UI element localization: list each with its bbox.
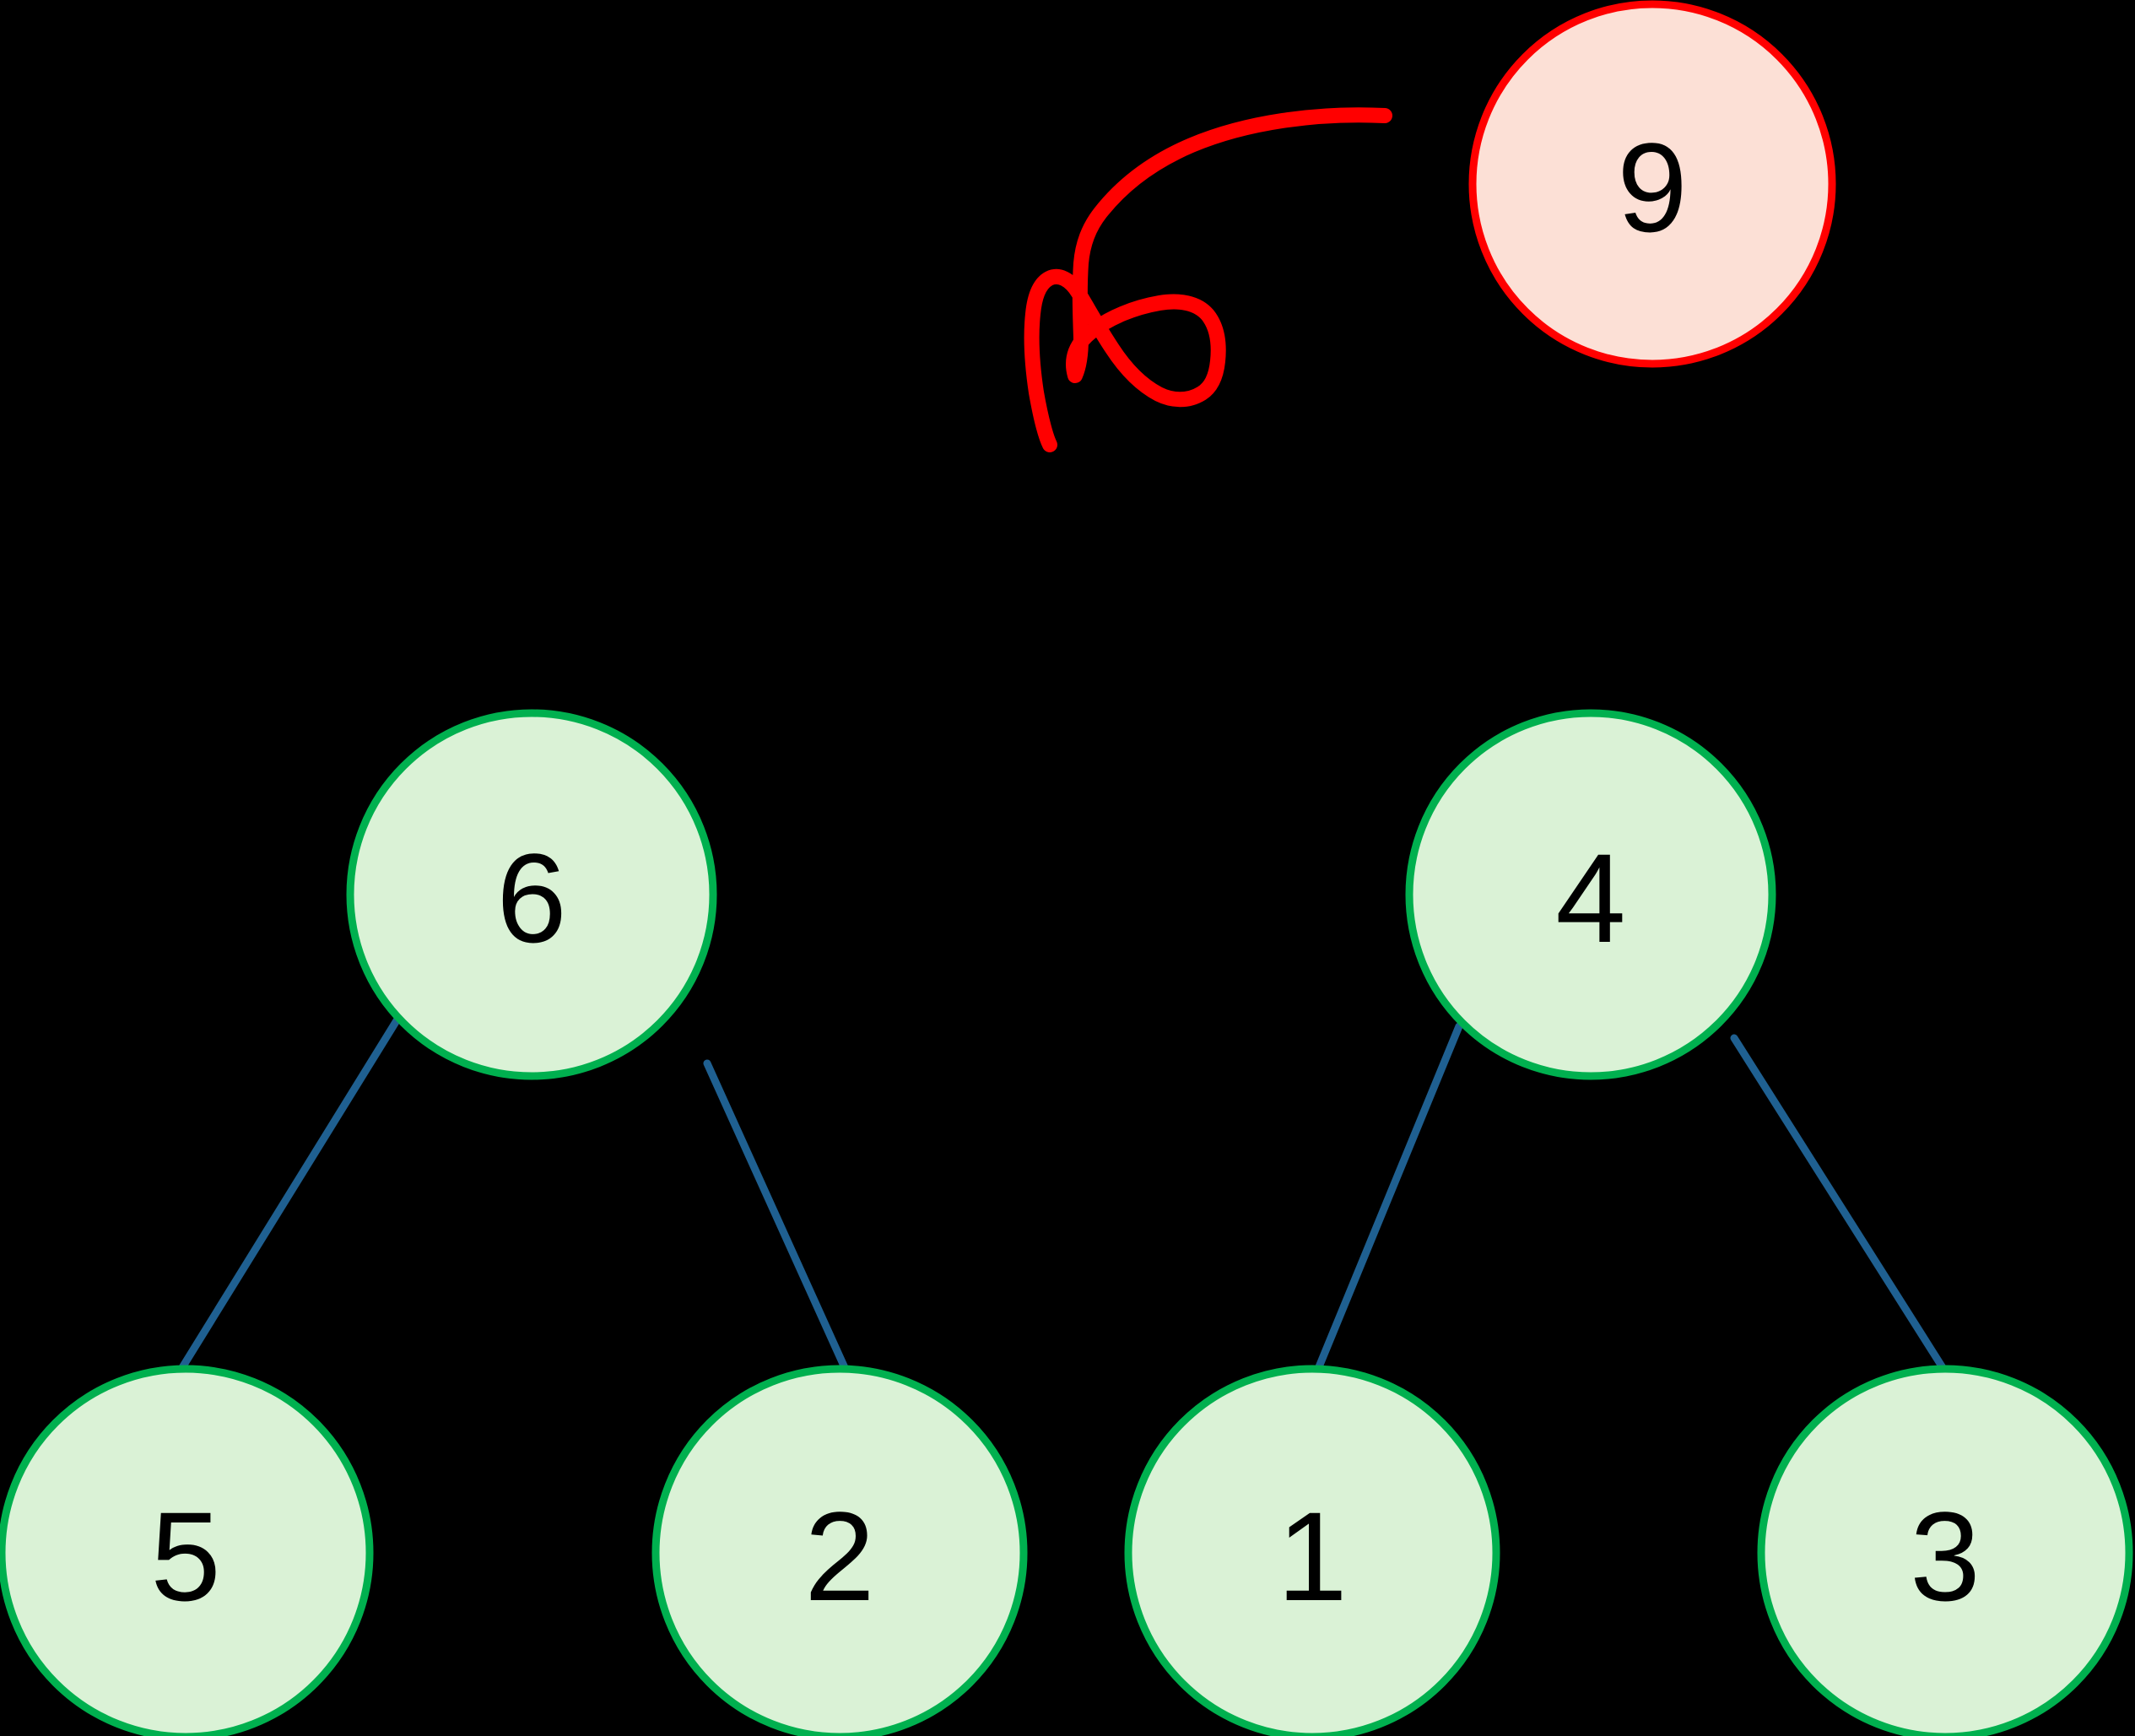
node-circle-9[interactable] (1468, 0, 1836, 368)
annotations-layer (1024, 107, 1392, 452)
tree-edge-n4-n3 (1730, 1034, 1948, 1373)
node-label-1: 1 (1277, 1485, 1347, 1627)
tree-node-5[interactable]: 5 (0, 1365, 374, 1736)
red-pointer-scribble (1024, 107, 1392, 452)
node-label-5: 5 (150, 1485, 220, 1627)
edges-layer (177, 1014, 1948, 1376)
node-label-4: 4 (1555, 827, 1625, 969)
node-label-2: 2 (804, 1485, 874, 1627)
node-label-9: 9 (1617, 116, 1687, 258)
tree-edge-n6-n2 (703, 1059, 851, 1376)
node-label-3: 3 (1910, 1485, 1980, 1627)
node-circle-1[interactable] (1124, 1365, 1500, 1736)
tree-node-4[interactable]: 4 (1405, 709, 1776, 1080)
tree-node-3[interactable]: 3 (1757, 1365, 2133, 1736)
tree-node-1[interactable]: 1 (1124, 1365, 1500, 1736)
node-circle-5[interactable] (0, 1365, 374, 1736)
node-circle-3[interactable] (1757, 1365, 2133, 1736)
node-circle-2[interactable] (651, 1365, 1028, 1736)
node-circle-4[interactable] (1405, 709, 1776, 1080)
tree-edge-n4-n1 (1314, 1022, 1463, 1373)
tree-node-9[interactable]: 9 (1468, 0, 1836, 368)
tree-edge-n6-n5 (177, 1014, 403, 1373)
node-circle-6[interactable] (346, 709, 717, 1080)
tree-node-6[interactable]: 6 (346, 709, 717, 1080)
tree-node-2[interactable]: 2 (651, 1365, 1028, 1736)
node-label-6: 6 (496, 827, 566, 969)
